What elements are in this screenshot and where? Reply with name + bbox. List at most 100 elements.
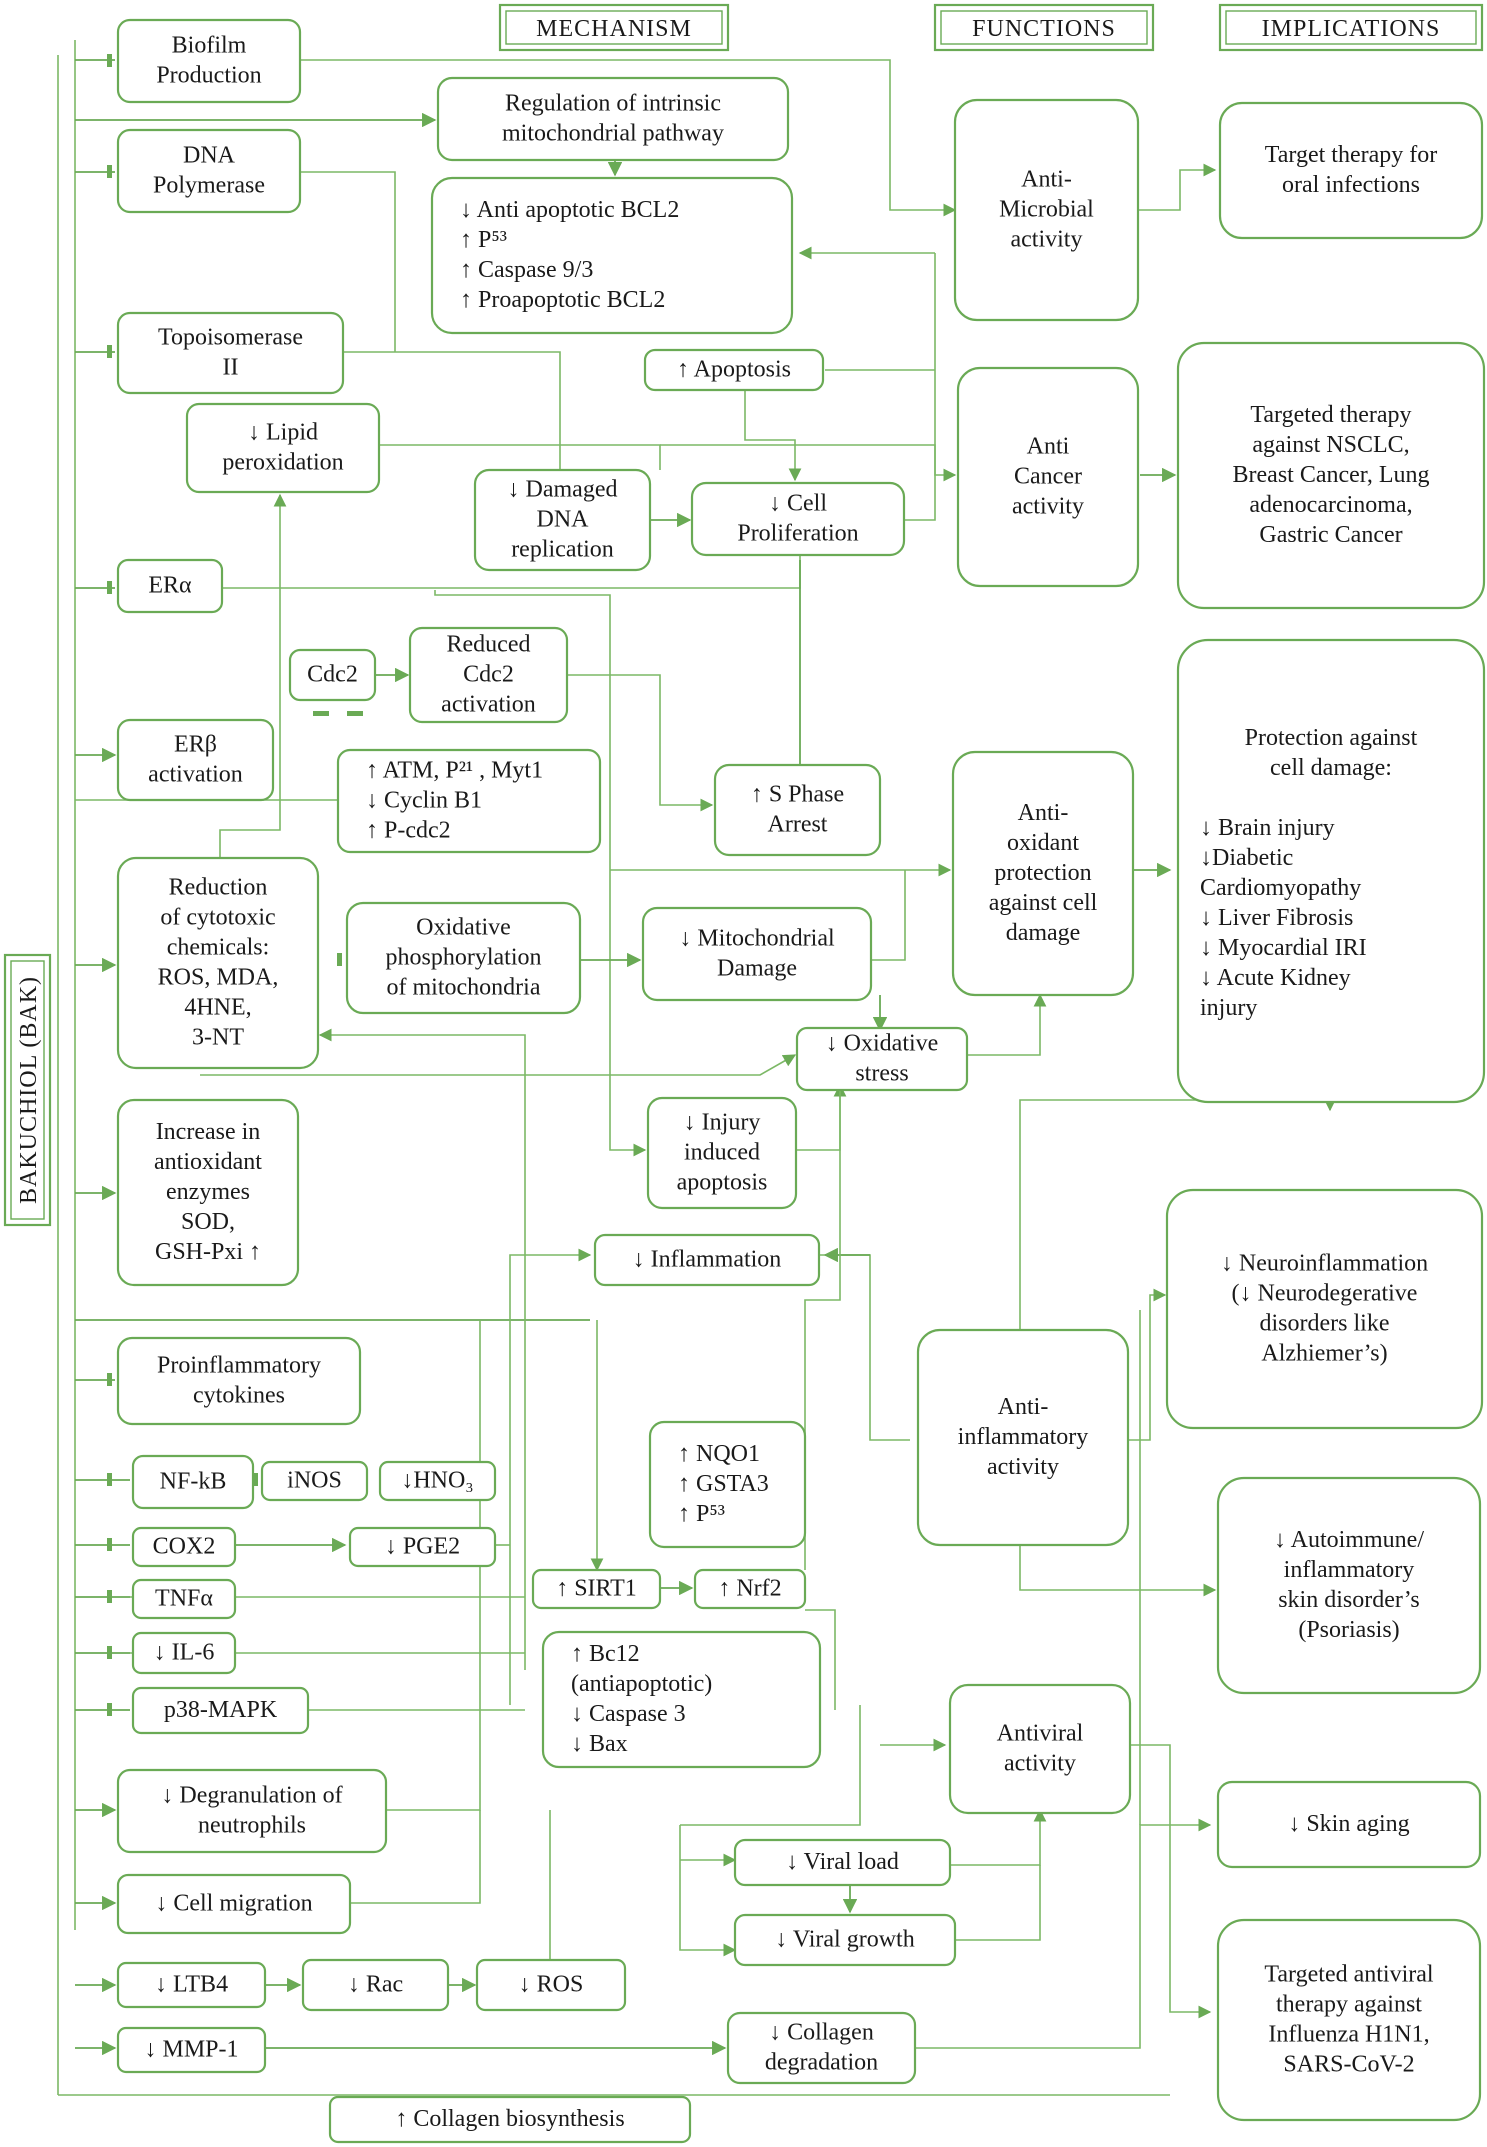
oxphos-line: Oxidative: [416, 915, 511, 941]
protection-list-item: ↓ Brain injury: [1200, 815, 1335, 841]
injury-apoptosis-line: induced: [684, 1140, 760, 1166]
lipid-peroxidation-line: peroxidation: [222, 450, 343, 476]
bcl2-anti-line: (antiapoptotic): [571, 1671, 712, 1697]
rac-line: ↓ Rac: [348, 1972, 403, 1998]
bcl2-anti-line: ↑ Bc12: [571, 1641, 640, 1667]
nfkb-box: NF-kB: [131, 1454, 255, 1510]
rac-box: ↓ Rac: [301, 1958, 450, 2012]
cancer-impl-line: Gastric Cancer: [1259, 522, 1402, 548]
injury-apoptosis-line: apoptosis: [677, 1170, 768, 1196]
mito-damage-line: Damage: [717, 956, 797, 982]
nqo1-box: ↑ NQO1↑ GSTA3↑ P⁵³: [648, 1420, 807, 1549]
cytotoxic-line: Reduction: [169, 875, 268, 901]
cytotoxic-line: ROS, MDA,: [158, 965, 279, 991]
cytotoxic-line: 4HNE,: [184, 995, 251, 1021]
ros-line: ↓ ROS: [519, 1972, 584, 1998]
antioxidant-func-line: against cell: [989, 890, 1098, 916]
er-beta-line: ERβ: [174, 732, 217, 758]
s-phase-line: ↑ S Phase: [751, 782, 844, 808]
cytotoxic-line: 3-NT: [192, 1025, 244, 1051]
header-mechanism: MECHANISM: [498, 3, 730, 52]
lipid-peroxidation-line: ↓ Lipid: [248, 420, 318, 446]
antiinflammatory-line: activity: [987, 1454, 1059, 1480]
biofilm-line: Biofilm: [172, 33, 247, 59]
apoptosis-line: ↑ Apoptosis: [677, 357, 791, 383]
oral-line: Target therapy for: [1265, 142, 1437, 168]
inhibitor-bars: [107, 54, 363, 1716]
protection-list-item: ↓ Myocardial IRI: [1200, 935, 1367, 961]
antioxidant-enzymes-line: antioxidant: [154, 1149, 262, 1175]
tnfa-line: TNFα: [155, 1586, 213, 1612]
oxidative-stress-line: ↓ Oxidative: [826, 1031, 939, 1057]
nrf2-line: ↑ Nrf2: [718, 1576, 781, 1602]
bcl2-line: ↓ Anti apoptotic BCL2: [460, 197, 679, 223]
antimicrobial-line: Anti-: [1021, 167, 1072, 193]
er-beta-line: activation: [148, 762, 243, 788]
skin-disorder-line: inflammatory: [1284, 1557, 1415, 1583]
topoisomerase-line: Topoisomerase: [158, 325, 303, 351]
damaged-dna-line: replication: [511, 537, 614, 563]
cell-proliferation-line: ↓ Cell: [769, 491, 827, 517]
atm-cyclin-line: ↑ ATM, P²¹ , Myt1: [366, 758, 543, 784]
mmp1-line: ↓ MMP-1: [144, 2037, 238, 2063]
nodes: BiofilmProductionDNAPolymeraseTopoisomer…: [116, 18, 1486, 2144]
cdc2-line: Cdc2: [307, 662, 358, 688]
ltb4-box: ↓ LTB4: [116, 1961, 267, 2009]
antiviral-impl-line: SARS-CoV-2: [1283, 2052, 1414, 2078]
nqo1-line: ↑ NQO1: [678, 1441, 760, 1467]
protection-list-item: injury: [1200, 995, 1257, 1021]
hno3-box: ↓HNO₃: [378, 1460, 497, 1502]
mito-damage-line: ↓ Mitochondrial: [679, 926, 835, 952]
anticancer-line: Cancer: [1014, 464, 1082, 490]
bcl2-anti-line: ↓ Bax: [571, 1731, 628, 1757]
dna-polymerase-line: Polymerase: [153, 173, 265, 199]
pge2-box: ↓ PGE2: [348, 1526, 497, 1568]
proinflammatory-line: Proinflammatory: [157, 1353, 321, 1379]
collagen-bio-box: ↑ Collagen biosynthesis: [328, 2095, 692, 2144]
pge2-line: ↓ PGE2: [385, 1534, 460, 1560]
cancer-impl-line: adenocarcinoma,: [1249, 492, 1412, 518]
lipid-peroxidation-box: ↓ Lipid peroxidation: [185, 402, 381, 494]
antiviral-impl-line: therapy against: [1276, 1992, 1422, 2018]
antioxidant-enzymes-line: GSH-Pxi ↑: [155, 1239, 261, 1265]
skin-disorder-line: ↓ Autoimmune/: [1274, 1527, 1424, 1553]
antioxidant-func-line: oxidant: [1007, 830, 1079, 856]
protection-title-line: Protection against: [1245, 725, 1418, 751]
neuro-line: disorders like: [1260, 1311, 1390, 1337]
collagen-deg-line: ↓ Collagen: [769, 2020, 874, 2046]
antioxidant-func-line: protection: [994, 860, 1091, 886]
il6-box: ↓ IL-6: [131, 1631, 237, 1675]
anticancer-line: activity: [1012, 494, 1084, 520]
cdc2-box: Cdc2: [288, 648, 377, 702]
nqo1-line: ↑ P⁵³: [678, 1501, 725, 1527]
antiinflammatory-line: Anti-: [998, 1394, 1049, 1420]
antioxidant-enzymes-line: SOD,: [181, 1209, 235, 1235]
antiviral-line: Antiviral: [997, 1721, 1084, 1747]
skin-disorder-line: skin disorder’s: [1278, 1587, 1420, 1613]
ltb4-line: ↓ LTB4: [155, 1972, 228, 1998]
bcl2-line: ↑ P⁵³: [460, 227, 507, 253]
cytotoxic-line: chemicals:: [167, 935, 270, 961]
mmp1-box: ↓ MMP-1: [116, 2026, 267, 2074]
oxidative-stress-line: stress: [855, 1061, 908, 1087]
er-alpha-box: ERα: [116, 558, 224, 614]
atm-cyclin-line: ↓ Cyclin B1: [366, 788, 482, 814]
antioxidant-enzymes-box: Increase inantioxidantenzymesSOD,GSH-Pxi…: [116, 1098, 300, 1287]
hno3-line: ↓HNO₃: [401, 1468, 473, 1494]
p38-box: p38-MAPK: [131, 1686, 310, 1735]
compound-name: BAKUCHIOL (BAK): [16, 976, 42, 1204]
bcl2-anti-box: ↑ Bc12(antiapoptotic)↓ Caspase 3↓ Bax: [541, 1630, 822, 1769]
